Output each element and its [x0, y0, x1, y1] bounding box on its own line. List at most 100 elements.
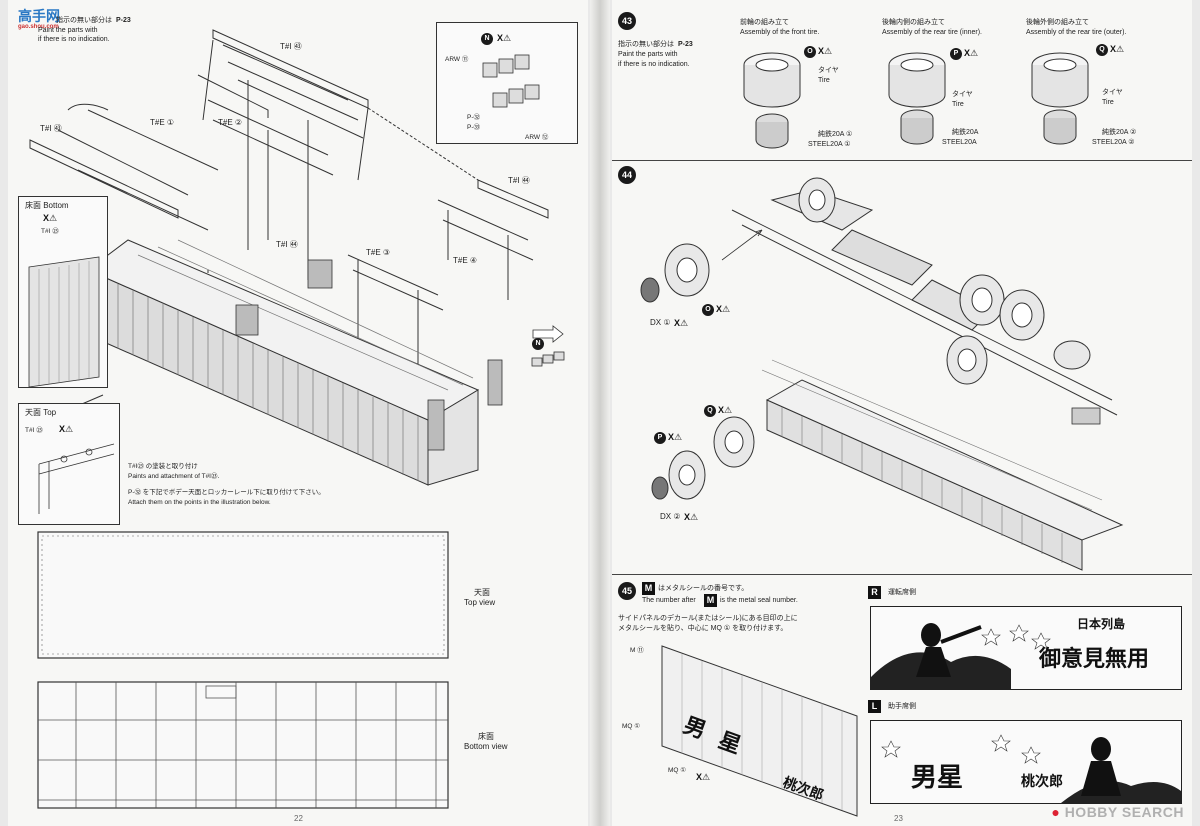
instr-line3: P-㉜ を下記でボデー天面とロッカーレール下に取り付けて下さい。	[128, 489, 325, 496]
bottom-x: X	[43, 213, 50, 223]
tire-jp-2: タイヤ	[952, 91, 973, 98]
step43-mark-q: Q	[1096, 44, 1108, 56]
step43-header-jp: 指示の無い部分は	[618, 41, 674, 48]
decal-l-art	[881, 734, 1181, 803]
top-inset-x-mark: X⚠	[59, 424, 74, 434]
page-number-right: 23	[894, 814, 903, 823]
rear-inner-jp: 後輪内側の組み立て	[882, 19, 945, 26]
step45-x-mark: X⚠	[696, 772, 711, 782]
decal-r-art	[871, 623, 1051, 689]
right-page: 43 指示の無い部分は Paint the parts with if ther…	[612, 0, 1192, 826]
label-p-82: P-㉜	[467, 114, 480, 121]
watermark-logo-right: ● HOBBY SEARCH	[1051, 804, 1184, 820]
tire-en-2: Tire	[952, 101, 964, 108]
decal-r-text2: 御意見無用	[1039, 646, 1150, 672]
bottom-view-jp: 床面	[478, 732, 494, 741]
color-ref: P-23	[116, 17, 131, 24]
m-label: M ⑪	[630, 647, 644, 654]
step45-line3: サイドパネルのデカール(またはシール)にある目印の上に	[618, 615, 798, 622]
bottom-inset-drawing	[28, 256, 100, 388]
decal-r-text1: 日本列島	[1077, 617, 1126, 631]
decal-l-panel: 男星 桃次郎	[870, 720, 1182, 804]
mark-n-circle: N	[481, 33, 493, 45]
label-t-e-3: T#E ③	[366, 248, 391, 257]
step43-o-x: X⚠	[818, 46, 833, 56]
lights-inset: N X⚠ ARW ⑪ ARW ⑫ P-㉜ P-㉝	[436, 22, 578, 144]
header-en: Paint the parts with	[38, 27, 98, 34]
bottom-inset: 床面 Bottom X⚠ T#I ㉓	[18, 196, 108, 388]
step-44-badge: 44	[618, 166, 636, 184]
mark-n-right: N	[532, 338, 544, 350]
step44-mark-o: O	[702, 304, 714, 316]
step-45-badge: 45	[618, 582, 636, 600]
rear-inner-en: Assembly of the rear tire (inner).	[882, 29, 982, 36]
step-43-badge: 43	[618, 12, 636, 30]
divider-44-45	[612, 574, 1192, 575]
step43-header-en: Paint the parts with	[618, 51, 678, 58]
divider-43-44	[612, 160, 1192, 161]
tire-jp-3: タイヤ	[1102, 89, 1123, 96]
step44-chassis-drawing	[640, 177, 1124, 571]
decal-l-text2: 桃次郎	[1021, 774, 1063, 790]
rear-outer-en: Assembly of the rear tire (outer).	[1026, 29, 1127, 36]
book-gutter	[590, 0, 610, 826]
tire-en-1: Tire	[818, 77, 830, 84]
label-t-i-54-right: T#I ㊹	[508, 176, 530, 185]
step44-q-x: X⚠	[718, 405, 733, 415]
steel-en-1: STEEL20A ①	[808, 141, 851, 148]
bottom-view-panel	[37, 681, 449, 809]
top-inset-drawing	[38, 443, 115, 514]
bottom-view-en: Bottom view	[464, 742, 508, 751]
tire-jp-1: タイヤ	[818, 67, 839, 74]
rear-outer-jp: 後輪外側の組み立て	[1026, 19, 1089, 26]
steel-jp-1: 純鉄20A ①	[818, 131, 853, 138]
header-jp: 指示の無い部分は	[56, 17, 112, 24]
decal-l-text1: 男星	[911, 763, 964, 793]
step43-q-x: X⚠	[1110, 44, 1125, 54]
step45-line4: メタルシールを貼り、中心に MQ ① を取り付けます。	[618, 625, 788, 632]
label-t-i-53-left: T#I ㊸	[40, 124, 62, 133]
decal-r-letter: R	[868, 586, 881, 599]
label-arw-71: ARW ⑪	[445, 56, 469, 63]
step45-line2: The number after	[642, 597, 696, 604]
watermark-logo-left: 高手网 gao.shou.com	[18, 8, 60, 30]
side-panel-drawing: 男 星 桃次郎	[661, 645, 858, 817]
decal-l-label: 助手席側	[888, 703, 916, 710]
step43-tires-drawing	[743, 52, 1089, 149]
step44-o-x: X⚠	[716, 304, 731, 314]
lights-drawing	[482, 54, 540, 108]
step43-color-ref: P-23	[678, 41, 693, 48]
step43-header-en2: if there is no indication.	[618, 61, 690, 68]
label-arw-72: ARW ⑫	[525, 134, 549, 141]
railing-illustration	[29, 29, 549, 486]
top-inset-title: 天面 Top	[25, 408, 57, 417]
step44-dx1: DX ①	[650, 318, 671, 327]
decal-l-letter: L	[868, 700, 881, 713]
m-mark-1: M	[642, 582, 655, 595]
front-title-en: Assembly of the front tire.	[740, 29, 820, 36]
top-view-jp: 天面	[474, 588, 490, 597]
steel-en-2: STEEL20A	[942, 139, 977, 146]
left-page: 高手网 gao.shou.com 指示の無い部分は Paint the part…	[8, 0, 588, 826]
decal-r-label: 運転席側	[888, 589, 916, 596]
top-view-en: Top view	[464, 598, 496, 607]
instr-line4: Attach them on the points in the illustr…	[128, 499, 271, 506]
step44-mark-p: P	[654, 432, 666, 444]
top-x: X	[59, 424, 66, 434]
x-mark: X⚠	[497, 33, 512, 43]
page-number-left: 22	[294, 814, 303, 823]
step44-dx1-x: X⚠	[674, 318, 689, 328]
label-t-e-4: T#E ④	[453, 256, 478, 265]
step44-dx2-x: X⚠	[684, 512, 699, 522]
watermark-logo-mark: ●	[1051, 804, 1061, 820]
bottom-inset-title: 床面 Bottom	[25, 201, 69, 210]
top-view-panel	[37, 531, 449, 659]
label-p-93: P-㉝	[467, 124, 480, 131]
steel-en-3: STEEL20A ②	[1092, 139, 1135, 146]
step44-mark-q: Q	[704, 405, 716, 417]
label-t-e-1: T#E ①	[150, 118, 175, 127]
front-title-jp: 前輪の組み立て	[740, 19, 789, 26]
step45-line2b: is the metal seal number.	[720, 597, 798, 604]
mq-low-label: MQ ①	[668, 767, 687, 774]
decal-r-panel: 日本列島 御意見無用	[870, 606, 1182, 690]
